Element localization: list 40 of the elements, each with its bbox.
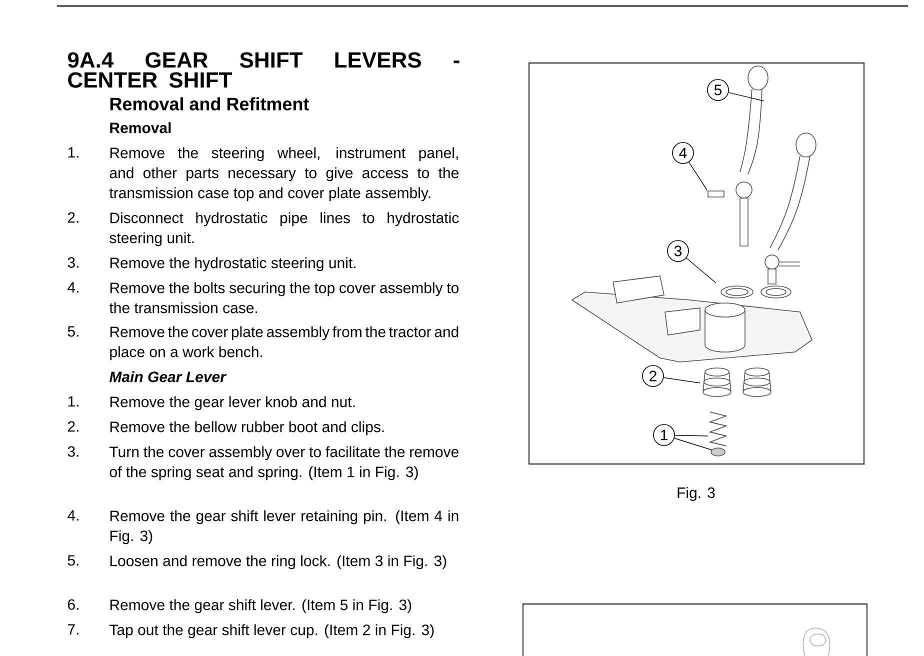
step-text: Loosen and remove the ring lock. (Item 3 in Fig. 3) bbox=[110, 555, 446, 570]
step-number: 3. bbox=[68, 446, 78, 457]
step-text: Remove the gear lever knob and nut. bbox=[110, 396, 355, 410]
step-number: 4. bbox=[68, 282, 78, 293]
step-number: 4. bbox=[68, 510, 78, 521]
step-text: Remove the bellow rubber boot and clips. bbox=[110, 421, 384, 436]
step-text: Turn the cover assembly over to facilitate the remove of the spring seat and spring. (Item 1 in Fig. 3) bbox=[110, 446, 458, 480]
step-text: Remove the gear shift lever retaining pin. (Item 4 in Fig. 3) bbox=[110, 510, 458, 544]
step-text: Tap out the gear shift lever cup. (Item 2 in Fig. 3) bbox=[110, 624, 434, 638]
step-text: Remove the bolts securing the top cover assembly to the transmission case. bbox=[109, 282, 459, 314]
callout-number: 3 bbox=[667, 240, 689, 262]
step-text: Remove the gear shift lever. (Item 5 in Fig. 3) bbox=[110, 599, 412, 614]
step-number: 2. bbox=[68, 421, 78, 432]
callout-number: 4 bbox=[672, 142, 694, 164]
leader-line bbox=[686, 258, 716, 284]
leader-line bbox=[728, 92, 764, 102]
step-number: 2. bbox=[68, 212, 78, 223]
step-number: 3. bbox=[68, 257, 78, 268]
section-title: 9A.4 GEAR SHIFT LEVERS - CENTER SHIFT bbox=[68, 52, 460, 88]
step-text: Remove the hydrostatic steering unit. bbox=[110, 257, 356, 272]
callout-number: 2 bbox=[642, 365, 664, 387]
step-number: 5. bbox=[68, 326, 78, 337]
step-number: 5. bbox=[68, 555, 78, 566]
step-text: Remove the cover plate assembly from the tractor and place on a work bench. bbox=[110, 326, 458, 360]
callout-number: 5 bbox=[707, 79, 729, 101]
step-text: Disconnect hydrostatic pipe lines to hydrostatic steering unit. bbox=[110, 212, 459, 246]
callout-number: 1 bbox=[653, 424, 675, 446]
leader-line bbox=[688, 162, 708, 190]
subsection-heading: Removal and Refitment bbox=[110, 97, 309, 110]
heading: Removal bbox=[110, 122, 171, 134]
step-text: Remove the steering wheel, instrument panel, and other parts necessary to give access to the transmission case top and cover plate assembly. bbox=[109, 147, 458, 202]
leader-line bbox=[674, 438, 712, 450]
step-number: 1. bbox=[68, 396, 78, 407]
step-number: 7. bbox=[68, 624, 78, 635]
step-number: 1. bbox=[68, 147, 78, 158]
step-number: 6. bbox=[68, 599, 78, 610]
heading: Main Gear Lever bbox=[109, 371, 227, 382]
leader-line bbox=[674, 434, 708, 436]
leader-line bbox=[663, 377, 700, 384]
figure-caption: Fig. 3 bbox=[678, 487, 715, 501]
